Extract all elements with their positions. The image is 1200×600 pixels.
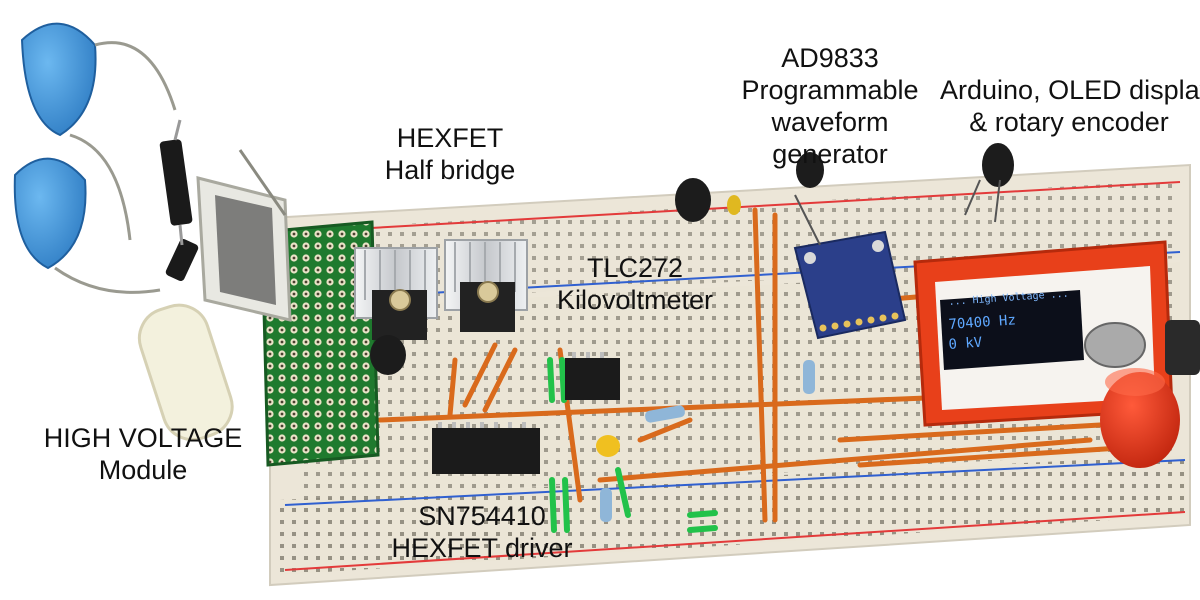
label-line: Module — [98, 455, 188, 485]
label-line: Kilovoltmeter — [556, 285, 714, 315]
label-hexfet-half-bridge: HEXFET Half bridge — [370, 122, 530, 186]
label-line: generator — [772, 139, 888, 169]
label-line: AD9833 — [781, 43, 879, 73]
label-line: Half bridge — [384, 155, 516, 185]
label-line: HEXFET — [396, 123, 504, 153]
ad9833-module — [793, 230, 907, 340]
label-line: Programmable — [741, 75, 919, 105]
label-sn754410-driver: SN754410 HEXFET driver — [382, 500, 582, 564]
label-line: TLC272 — [586, 253, 684, 283]
label-line: Arduino, OLED display — [940, 75, 1200, 105]
label-line: HIGH VOLTAGE — [43, 423, 243, 453]
hexfet-heatsinks — [354, 239, 528, 340]
protoboard — [260, 220, 380, 467]
oled-voltage-readout: 0 kV — [948, 334, 983, 353]
label-arduino-oled-encoder: Arduino, OLED display & rotary encoder — [940, 74, 1200, 138]
rotary-encoder — [1084, 320, 1200, 468]
hv-capacitors — [13, 22, 177, 294]
label-line: HEXFET driver — [391, 533, 573, 563]
hv-transformer — [137, 149, 292, 442]
label-line: & rotary encoder — [969, 107, 1169, 137]
label-leader-lines — [794, 179, 1001, 246]
electrolytic-capacitors — [370, 143, 1014, 457]
resistors — [600, 360, 815, 522]
label-high-voltage-module: HIGH VOLTAGE Module — [28, 422, 258, 486]
label-line: SN754410 — [418, 501, 546, 531]
label-tlc272-kilovoltmeter: TLC272 Kilovoltmeter — [555, 252, 715, 316]
label-line: waveform — [771, 107, 889, 137]
green-jumper-wires — [547, 357, 718, 533]
integrated-circuits — [432, 352, 620, 474]
label-ad9833: AD9833 Programmable waveform generator — [735, 42, 925, 170]
hv-diodes — [159, 119, 199, 282]
